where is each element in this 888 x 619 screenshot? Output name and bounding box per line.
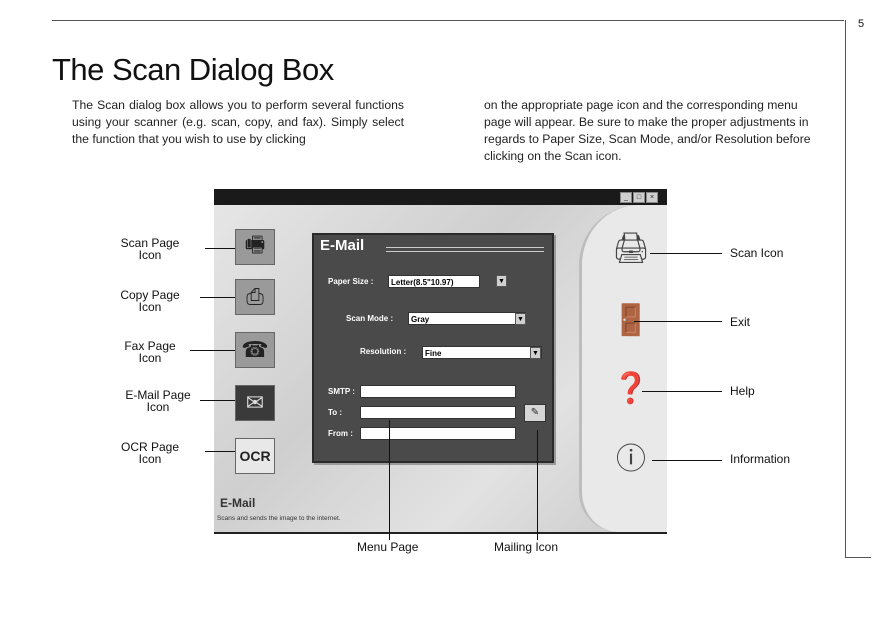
callout-copy-page-icon: Copy Page Icon	[105, 289, 195, 313]
callout-text: Icon	[138, 300, 162, 314]
leader-line	[634, 321, 722, 322]
leader-line	[389, 420, 390, 540]
information-icon[interactable]: ⓘ	[616, 443, 646, 476]
callout-mailing-icon: Mailing Icon	[494, 540, 559, 554]
to-input[interactable]	[360, 406, 516, 419]
leader-line	[200, 297, 235, 298]
callout-text: E-Mail Page	[125, 388, 191, 402]
leader-line	[205, 248, 235, 249]
callout-scan-page-icon: Scan Page Icon	[105, 237, 195, 261]
scan-page-icon[interactable]: 🖷	[235, 229, 275, 265]
intro-paragraph-left: The Scan dialog box allows you to perfor…	[72, 98, 404, 146]
current-page-name: E-Mail	[220, 496, 256, 510]
paper-size-label: Paper Size :	[328, 277, 374, 286]
current-page-description: Scans and sends the image to the interne…	[217, 515, 341, 522]
callout-menu-page: Menu Page	[357, 540, 419, 554]
close-icon[interactable]: ×	[646, 192, 658, 203]
to-label: To :	[328, 408, 343, 417]
callout-ocr-page-icon: OCR Page Icon	[105, 441, 195, 465]
resolution-dropdown-icon[interactable]: ▼	[530, 347, 541, 359]
callout-help: Help	[730, 384, 755, 398]
right-panel-background	[579, 205, 667, 532]
copy-page-icon[interactable]: ⎙	[235, 279, 275, 315]
callout-email-page-icon: E-Mail Page Icon	[113, 389, 203, 413]
callout-text: Fax Page	[124, 339, 176, 353]
callout-text: Icon	[138, 248, 162, 262]
scan-dialog-window: _ □ × 🖷 ⎙ ☎ ✉ OCR E-Mail Paper Size : Le…	[214, 189, 667, 534]
scan-icon[interactable]: 🖨	[611, 231, 651, 265]
callout-text: Icon	[138, 452, 162, 466]
callout-text: Icon	[138, 351, 162, 365]
from-input[interactable]	[360, 427, 516, 440]
from-label: From :	[328, 429, 353, 438]
right-rule	[845, 20, 846, 558]
callout-information: Information	[730, 452, 791, 466]
paper-size-select[interactable]: Letter(8.5"10.97)	[388, 275, 480, 288]
callout-text: Scan Page	[120, 236, 180, 250]
right-rule-tail	[845, 557, 871, 558]
resolution-select[interactable]: Fine	[422, 346, 542, 359]
page-number: 5	[858, 18, 865, 30]
smtp-input[interactable]	[360, 385, 516, 398]
paper-size-dropdown-icon[interactable]: ▼	[496, 275, 507, 287]
scan-mode-dropdown-icon[interactable]: ▼	[515, 313, 526, 325]
help-icon[interactable]: ❓	[612, 371, 650, 405]
callout-exit: Exit	[730, 315, 751, 329]
intro-paragraph-right: on the appropriate page icon and the cor…	[484, 98, 811, 163]
leader-line	[200, 400, 235, 401]
callout-fax-page-icon: Fax Page Icon	[105, 340, 195, 364]
minimize-icon[interactable]: _	[620, 192, 632, 203]
callout-text: Copy Page	[120, 288, 180, 302]
top-rule	[52, 20, 844, 21]
scan-mode-label: Scan Mode :	[346, 314, 394, 323]
callout-text: Icon	[146, 400, 170, 414]
scan-mode-select[interactable]: Gray	[408, 312, 526, 325]
panel-title: E-Mail	[320, 237, 365, 254]
callout-scan-icon: Scan Icon	[730, 246, 784, 260]
mailing-icon[interactable]: ✎	[524, 404, 546, 422]
callout-text: OCR Page	[120, 440, 180, 454]
email-page-icon[interactable]: ✉	[235, 385, 275, 421]
leader-line	[205, 451, 235, 452]
fax-page-icon[interactable]: ☎	[235, 332, 275, 368]
panel-title-rule	[386, 247, 544, 252]
exit-icon[interactable]: 🚪	[612, 303, 650, 337]
leader-line	[190, 350, 235, 351]
resolution-label: Resolution :	[360, 347, 407, 356]
smtp-label: SMTP :	[328, 387, 355, 396]
leader-line	[652, 460, 722, 461]
maximize-icon[interactable]: □	[633, 192, 645, 203]
ocr-page-icon[interactable]: OCR	[235, 438, 275, 474]
leader-line	[650, 253, 722, 254]
window-titlebar: _ □ ×	[214, 189, 667, 205]
leader-line	[642, 391, 722, 392]
page-title: The Scan Dialog Box	[52, 52, 334, 87]
leader-line	[537, 430, 538, 540]
menu-page-panel: E-Mail Paper Size : Letter(8.5"10.97) ▼ …	[312, 233, 554, 463]
